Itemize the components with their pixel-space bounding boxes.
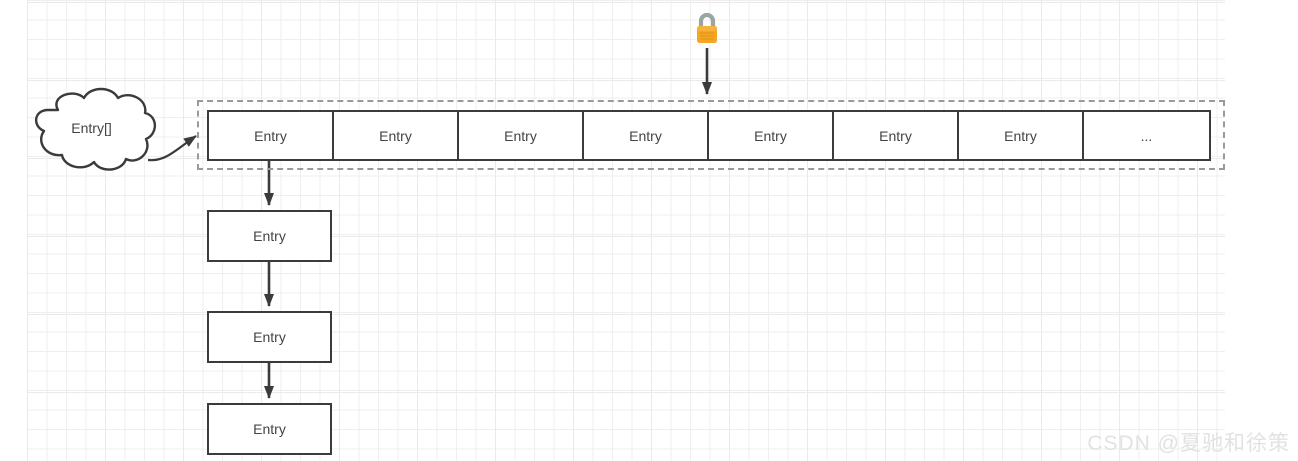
array-cell[interactable]: Entry	[334, 112, 459, 159]
array-cell[interactable]: Entry	[209, 112, 334, 159]
chain-entry-box[interactable]: Entry	[207, 311, 332, 363]
array-dashed-container	[197, 100, 1225, 170]
entry-array: Entry Entry Entry Entry Entry Entry Entr…	[207, 110, 1211, 161]
array-cell[interactable]: Entry	[959, 112, 1084, 159]
array-cell[interactable]: Entry	[459, 112, 584, 159]
arrow-cloud-to-array	[147, 135, 197, 162]
cloud-icon	[35, 87, 157, 171]
array-cell[interactable]: Entry	[709, 112, 834, 159]
array-cell-ellipsis[interactable]: ...	[1084, 112, 1209, 159]
chain-entry-box[interactable]: Entry	[207, 403, 332, 455]
watermark: CSDN @夏驰和徐策	[1087, 432, 1290, 455]
padlock-icon	[697, 12, 717, 43]
array-cell[interactable]: Entry	[834, 112, 959, 159]
chain-entry-box[interactable]: Entry	[207, 210, 332, 262]
array-cell[interactable]: Entry	[584, 112, 709, 159]
